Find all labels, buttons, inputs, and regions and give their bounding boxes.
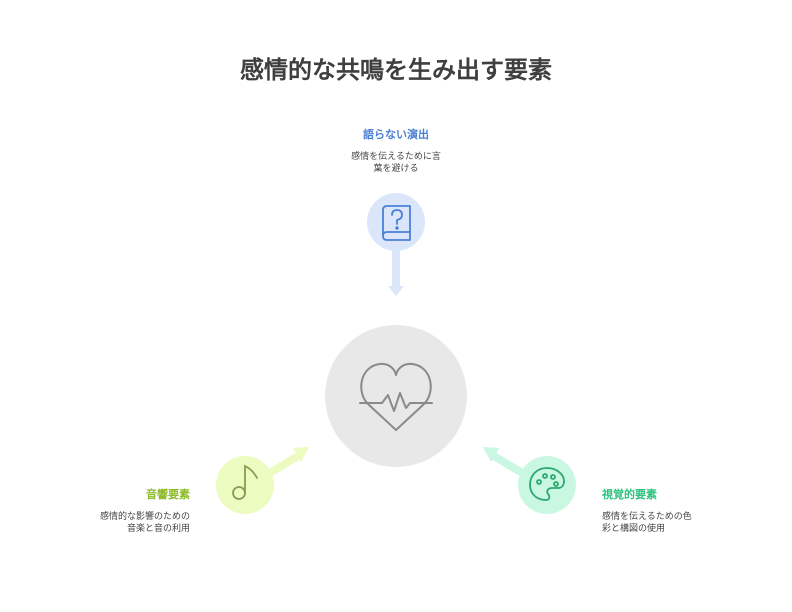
right-node-desc-line1: 感情を伝えるための色 xyxy=(602,512,692,522)
top-node-description: 感情を伝えるために言 葉を避ける xyxy=(296,151,496,175)
top-node xyxy=(367,193,425,251)
music-note-icon xyxy=(232,464,258,500)
left-node-desc-line2: 音楽と音の利用 xyxy=(126,524,190,534)
top-node-label: 語らない演出 xyxy=(363,128,429,141)
question-book-icon xyxy=(382,205,411,241)
arrow-top-to-center xyxy=(388,248,404,296)
arrow-left-to-center xyxy=(265,447,309,478)
right-node-desc-line2: 彩と構図の使用 xyxy=(602,524,666,534)
left-node-label: 音響要素 xyxy=(146,488,190,501)
right-node-description: 感情を伝えるための色 彩と構図の使用 xyxy=(602,511,742,535)
top-node-desc-line1: 感情を伝えるために言 xyxy=(351,152,441,162)
heart-pulse-icon xyxy=(359,362,433,431)
diagram-title: 感情的な共鳴を生み出す要素 xyxy=(240,56,552,84)
palette-icon xyxy=(529,467,565,501)
right-node-label: 視覚的要素 xyxy=(602,488,657,501)
left-node xyxy=(216,456,274,514)
top-node-desc-line2: 葉を避ける xyxy=(373,164,419,174)
left-node-desc-line1: 感情的な影響のための xyxy=(99,512,190,522)
center-node xyxy=(325,325,467,467)
left-node-description: 感情的な影響のための 音楽と音の利用 xyxy=(60,511,190,535)
arrow-right-to-center xyxy=(483,447,527,478)
right-node xyxy=(518,456,576,514)
